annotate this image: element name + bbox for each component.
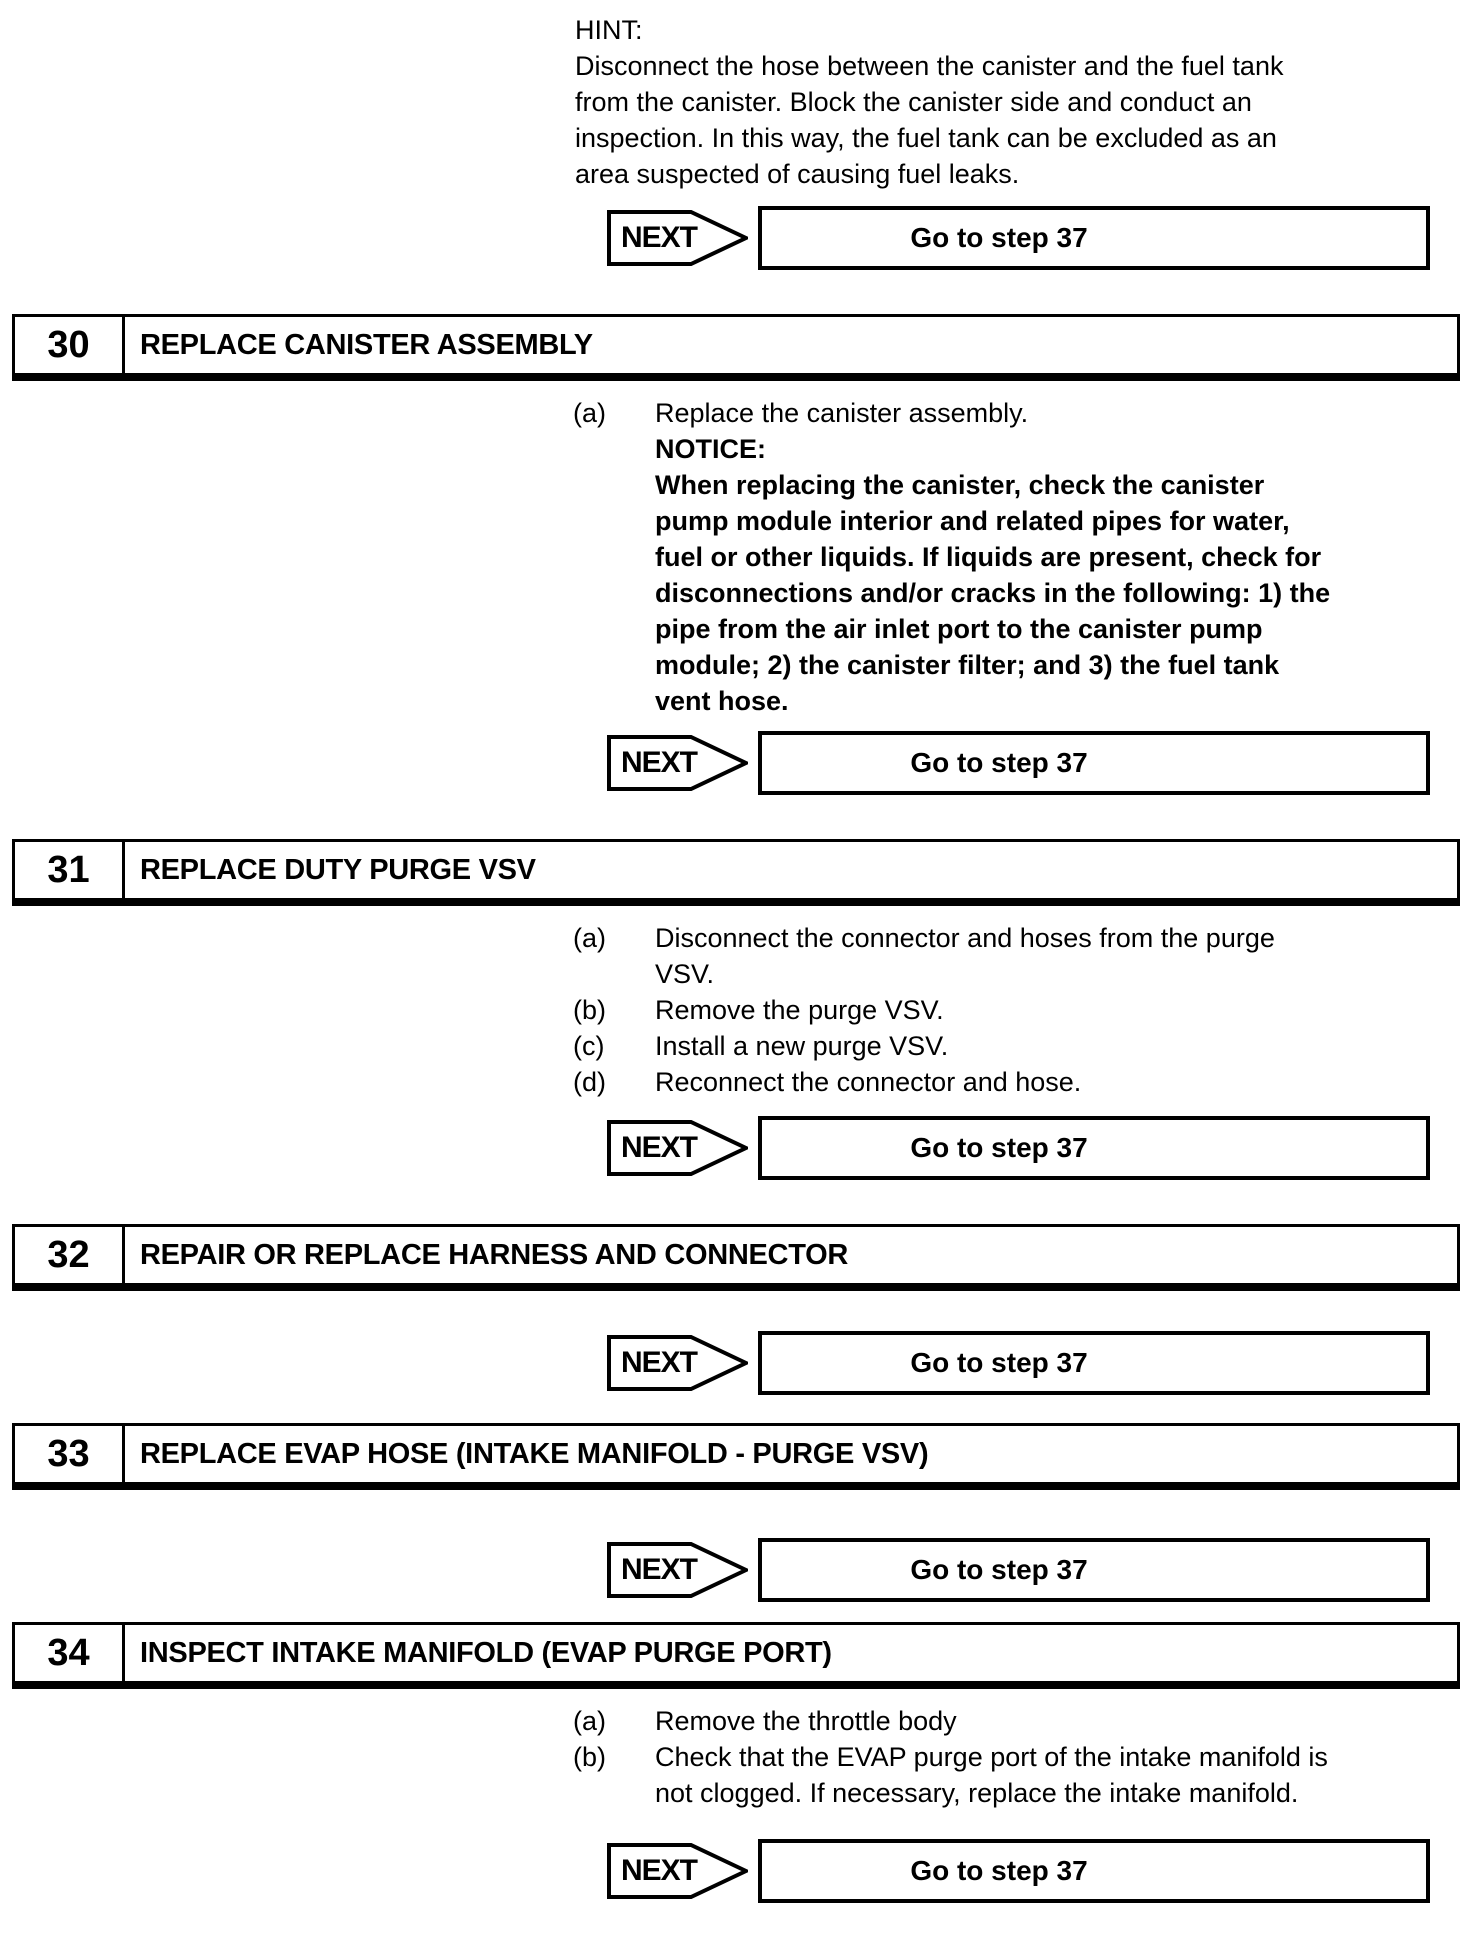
next-row: NEXT Go to step 37 bbox=[607, 1331, 1472, 1395]
step-header-34: 34 INSPECT INTAKE MANIFOLD (EVAP PURGE P… bbox=[12, 1622, 1460, 1689]
go-to-step-label: Go to step 37 bbox=[910, 747, 1088, 778]
next-row: NEXT Go to step 37 bbox=[607, 1116, 1472, 1180]
next-label: NEXT bbox=[620, 746, 698, 779]
go-to-step-label: Go to step 37 bbox=[910, 1554, 1088, 1585]
item-text: Reconnect the connector and hose. bbox=[655, 1067, 1082, 1097]
item-body: Replace the canister assembly. NOTICE: W… bbox=[655, 395, 1472, 719]
step-item: (a) Replace the canister assembly. NOTIC… bbox=[573, 395, 1472, 719]
hint-label: HINT: bbox=[575, 15, 643, 45]
step-item: (d) Reconnect the connector and hose. bbox=[573, 1064, 1472, 1100]
next-arrow-shape bbox=[607, 1542, 748, 1598]
step-number: 33 bbox=[15, 1426, 125, 1482]
item-marker: (a) bbox=[573, 923, 606, 953]
step-34-content: (a) Remove the throttle body (b) Check t… bbox=[573, 1703, 1472, 1811]
notice-label: NOTICE: bbox=[655, 434, 766, 464]
next-arrow-shape bbox=[607, 210, 748, 266]
next-arrow: NEXT bbox=[607, 1120, 748, 1176]
item-marker: (a) bbox=[573, 1706, 606, 1736]
notice-text: When replacing the canister, check the c… bbox=[655, 470, 1331, 716]
go-to-step-box: Go to step 37 bbox=[758, 206, 1430, 270]
item-text: Disconnect the connector and hoses from … bbox=[655, 923, 1275, 989]
go-to-step-label: Go to step 37 bbox=[910, 1347, 1088, 1378]
item-marker: (d) bbox=[573, 1067, 606, 1097]
item-marker: (b) bbox=[573, 1742, 606, 1772]
step-30-content: (a) Replace the canister assembly. NOTIC… bbox=[573, 395, 1472, 719]
go-to-step-box: Go to step 37 bbox=[758, 1331, 1430, 1395]
step-number: 30 bbox=[15, 317, 125, 373]
step-title: REPLACE DUTY PURGE VSV bbox=[140, 853, 536, 886]
item-text: Remove the throttle body bbox=[655, 1706, 957, 1736]
next-row: NEXT Go to step 37 bbox=[607, 731, 1472, 795]
step-title: REPAIR OR REPLACE HARNESS AND CONNECTOR bbox=[140, 1238, 848, 1271]
next-label: NEXT bbox=[620, 1131, 698, 1164]
hint-block: HINT: Disconnect the hose between the ca… bbox=[575, 12, 1472, 192]
next-arrow: NEXT bbox=[607, 1843, 748, 1899]
step-31-content: (a) Disconnect the connector and hoses f… bbox=[573, 920, 1472, 1100]
step-title: REPLACE EVAP HOSE (INTAKE MANIFOLD - PUR… bbox=[140, 1437, 929, 1470]
item-text: Check that the EVAP purge port of the in… bbox=[655, 1742, 1328, 1808]
next-label: NEXT bbox=[620, 1854, 698, 1887]
next-arrow: NEXT bbox=[607, 210, 748, 266]
next-label: NEXT bbox=[620, 1346, 698, 1379]
next-row: NEXT Go to step 37 bbox=[607, 206, 1472, 270]
item-text: Remove the purge VSV. bbox=[655, 995, 944, 1025]
next-row: NEXT Go to step 37 bbox=[607, 1839, 1472, 1903]
next-label: NEXT bbox=[620, 1553, 698, 1586]
step-title: INSPECT INTAKE MANIFOLD (EVAP PURGE PORT… bbox=[140, 1636, 832, 1669]
next-arrow: NEXT bbox=[607, 735, 748, 791]
step-number: 31 bbox=[15, 842, 125, 898]
step-item: (c) Install a new purge VSV. bbox=[573, 1028, 1472, 1064]
hint-text: Disconnect the hose between the canister… bbox=[575, 51, 1284, 189]
go-to-step-box: Go to step 37 bbox=[758, 1538, 1430, 1602]
go-to-step-box: Go to step 37 bbox=[758, 1116, 1430, 1180]
item-text: Replace the canister assembly. bbox=[655, 398, 1029, 428]
next-arrow-shape bbox=[607, 1335, 748, 1391]
next-arrow-shape bbox=[607, 1843, 748, 1899]
next-arrow-shape bbox=[607, 1120, 748, 1176]
step-item: (b) Remove the purge VSV. bbox=[573, 992, 1472, 1028]
next-row: NEXT Go to step 37 bbox=[607, 1538, 1472, 1602]
step-number: 34 bbox=[15, 1625, 125, 1681]
next-label: NEXT bbox=[620, 221, 698, 254]
go-to-step-label: Go to step 37 bbox=[910, 1132, 1088, 1163]
step-item: (a) Disconnect the connector and hoses f… bbox=[573, 920, 1472, 992]
go-to-step-box: Go to step 37 bbox=[758, 1839, 1430, 1903]
step-item: (b) Check that the EVAP purge port of th… bbox=[573, 1739, 1472, 1811]
next-arrow-shape bbox=[607, 735, 748, 791]
step-number: 32 bbox=[15, 1227, 125, 1283]
step-title: REPLACE CANISTER ASSEMBLY bbox=[140, 328, 593, 361]
step-header-31: 31 REPLACE DUTY PURGE VSV bbox=[12, 839, 1460, 906]
next-arrow: NEXT bbox=[607, 1335, 748, 1391]
next-arrow: NEXT bbox=[607, 1542, 748, 1598]
go-to-step-box: Go to step 37 bbox=[758, 731, 1430, 795]
step-header-30: 30 REPLACE CANISTER ASSEMBLY bbox=[12, 314, 1460, 381]
item-marker: (b) bbox=[573, 995, 606, 1025]
step-header-32: 32 REPAIR OR REPLACE HARNESS AND CONNECT… bbox=[12, 1224, 1460, 1291]
go-to-step-label: Go to step 37 bbox=[910, 222, 1088, 253]
item-marker: (c) bbox=[573, 1031, 605, 1061]
item-text: Install a new purge VSV. bbox=[655, 1031, 949, 1061]
go-to-step-label: Go to step 37 bbox=[910, 1855, 1088, 1886]
step-item: (a) Remove the throttle body bbox=[573, 1703, 1472, 1739]
step-header-33: 33 REPLACE EVAP HOSE (INTAKE MANIFOLD - … bbox=[12, 1423, 1460, 1490]
item-marker: (a) bbox=[573, 398, 606, 428]
